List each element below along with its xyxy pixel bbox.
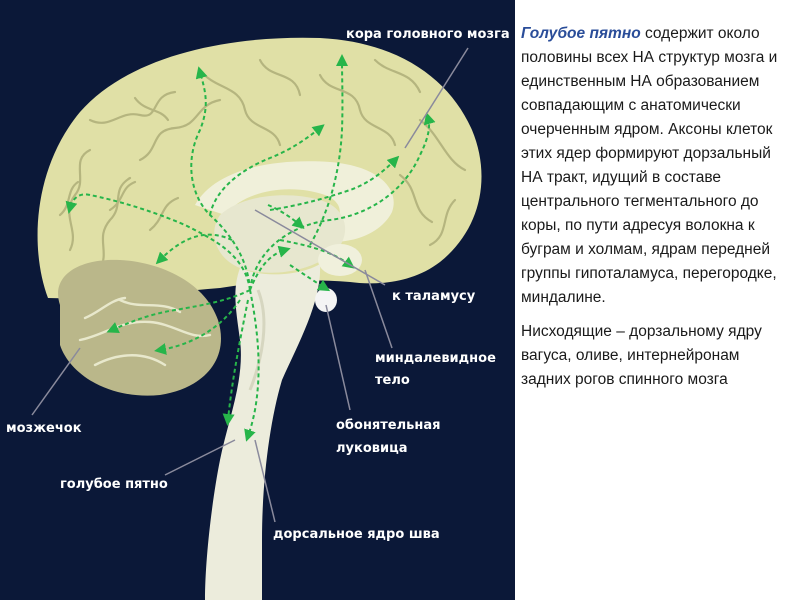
label-locus-coeruleus: голубое пятно — [60, 477, 168, 492]
label-amygdala-line1: миндалевидное — [375, 351, 496, 366]
description-body-1: содержит около половины всех НА структур… — [521, 25, 778, 306]
label-cerebellum: мозжечок — [6, 421, 82, 436]
brain-figure: кора головного мозга к таламусу миндалев… — [0, 0, 515, 600]
label-cortex: кора головного мозга — [346, 27, 510, 42]
noradrenergic-pathways — [65, 54, 436, 442]
leader-lines — [31, 47, 469, 523]
description-text: Голубое пятно содержит около половины вс… — [521, 22, 793, 392]
label-raphe-nucleus: дорсальное ядро шва — [273, 527, 440, 542]
description-paragraph-2: Нисходящие – дорзальному ядру вагуса, ол… — [521, 323, 762, 388]
description-paragraph-1: Голубое пятно содержит около половины вс… — [521, 22, 793, 310]
label-olfactory-line2: луковица — [336, 441, 408, 456]
locus-coeruleus-highlight: Голубое пятно — [521, 25, 645, 42]
label-olfactory-line1: обонятельная — [336, 418, 440, 433]
label-amygdala-line2: тело — [375, 373, 410, 388]
label-thalamus: к таламусу — [392, 289, 476, 304]
olfactory-bulb-shape — [315, 288, 337, 312]
brainstem-shape — [205, 264, 321, 600]
cerebellum-shape — [58, 259, 221, 396]
thalamus-area — [214, 195, 346, 273]
